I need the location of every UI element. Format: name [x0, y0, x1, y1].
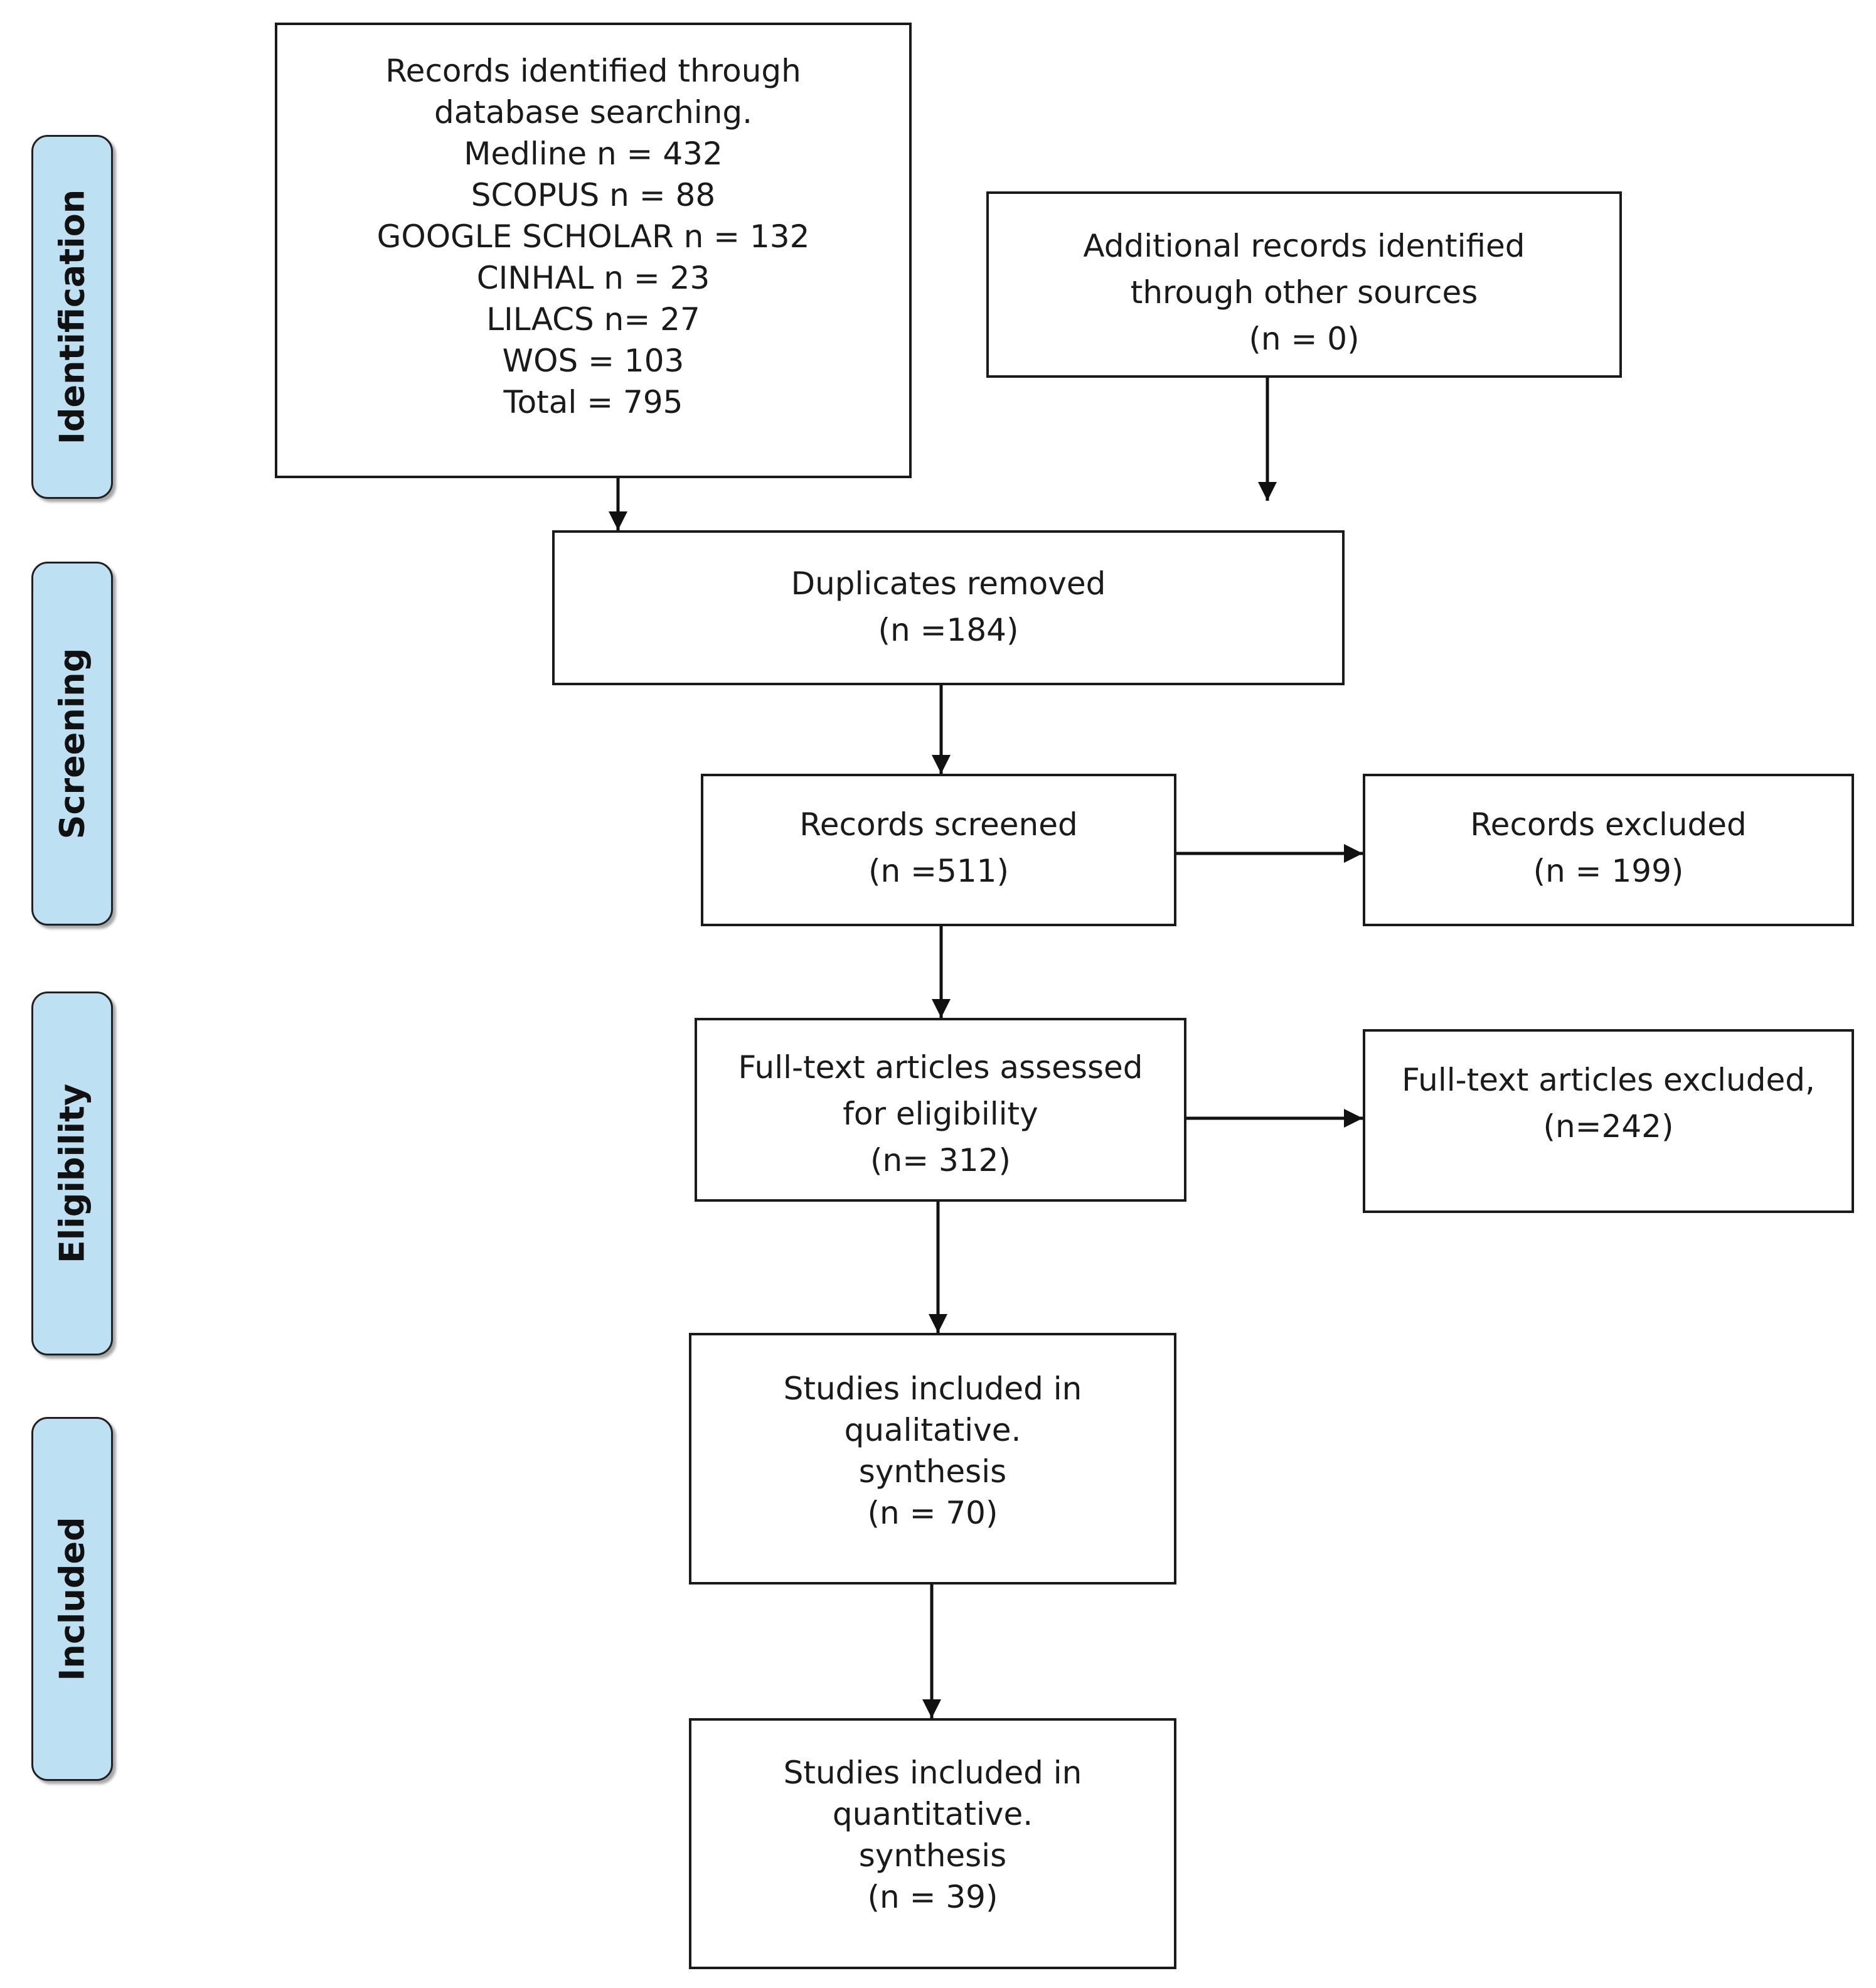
box-text-line: database searching.: [434, 94, 752, 131]
box-text-line: Records screened: [799, 806, 1078, 843]
box-qualitative-synthesis: Studies included in qualitative. synthes…: [689, 1333, 1176, 1585]
box-duplicates-removed: Duplicates removed (n =184): [552, 530, 1345, 685]
box-records-screened: Records screened (n =511): [701, 774, 1176, 926]
box-text-line: synthesis: [858, 1837, 1007, 1874]
arrowhead: [1344, 1109, 1363, 1128]
box-records-excluded: Records excluded (n = 199): [1363, 774, 1854, 926]
stage-screening: Screening: [31, 562, 113, 926]
box-text-line: (n =184): [878, 612, 1019, 648]
box-text-line: WOS = 103: [502, 343, 685, 379]
stage-eligibility: Eligibility: [31, 991, 113, 1355]
arrowhead: [1258, 482, 1277, 501]
box-text-line: quantitative.: [832, 1796, 1033, 1832]
box-text-line: SCOPUS n = 88: [471, 177, 716, 213]
box-text-line: Studies included in: [783, 1371, 1082, 1407]
box-text-line: Studies included in: [783, 1755, 1082, 1791]
box-database-search: Records identified through database sear…: [275, 23, 912, 478]
box-text-line: Records identified through: [385, 53, 801, 89]
arrowhead: [929, 1314, 947, 1333]
box-text-line: (n = 199): [1533, 853, 1684, 889]
box-text-line: (n =511): [868, 853, 1009, 889]
box-text-line: Medline n = 432: [464, 136, 723, 172]
box-text-line: Additional records identified: [1083, 228, 1525, 264]
box-text-line: for eligibility: [843, 1096, 1038, 1132]
stage-identification: Identification: [31, 135, 113, 499]
box-text-line: GOOGLE SCHOLAR n = 132: [376, 218, 810, 255]
box-text-line: (n = 39): [867, 1879, 998, 1915]
arrowhead: [609, 511, 627, 530]
box-text-line: (n= 312): [870, 1142, 1011, 1178]
arrowhead: [922, 1699, 941, 1718]
box-fulltext-excluded: Full-text articles excluded, (n=242): [1363, 1029, 1854, 1213]
box-text-line: Full-text articles assessed: [738, 1049, 1143, 1086]
box-text-line: CINHAL n = 23: [476, 260, 710, 296]
box-text-line: LILACS n= 27: [486, 301, 700, 338]
box-fulltext-assessed: Full-text articles assessed for eligibil…: [695, 1018, 1186, 1202]
box-text-line: qualitative.: [844, 1412, 1021, 1448]
box-text-line: Total = 795: [503, 384, 683, 420]
box-text-line: Records excluded: [1470, 806, 1747, 843]
arrowhead: [932, 999, 951, 1018]
box-text-line: through other sources: [1130, 274, 1478, 311]
box-other-sources: Additional records identified through ot…: [986, 191, 1622, 378]
arrowhead: [1344, 844, 1363, 863]
arrowhead: [932, 755, 951, 774]
box-text-line: (n = 70): [867, 1495, 998, 1531]
box-text-line: Duplicates removed: [791, 565, 1106, 602]
box-text-line: synthesis: [858, 1453, 1007, 1490]
box-text-line: (n = 0): [1249, 321, 1360, 357]
box-quantitative-synthesis: Studies included in quantitative. synthe…: [689, 1718, 1176, 1969]
stage-included: Included: [31, 1417, 113, 1781]
box-text-line: (n=242): [1543, 1108, 1674, 1145]
box-text-line: Full-text articles excluded,: [1402, 1062, 1815, 1098]
